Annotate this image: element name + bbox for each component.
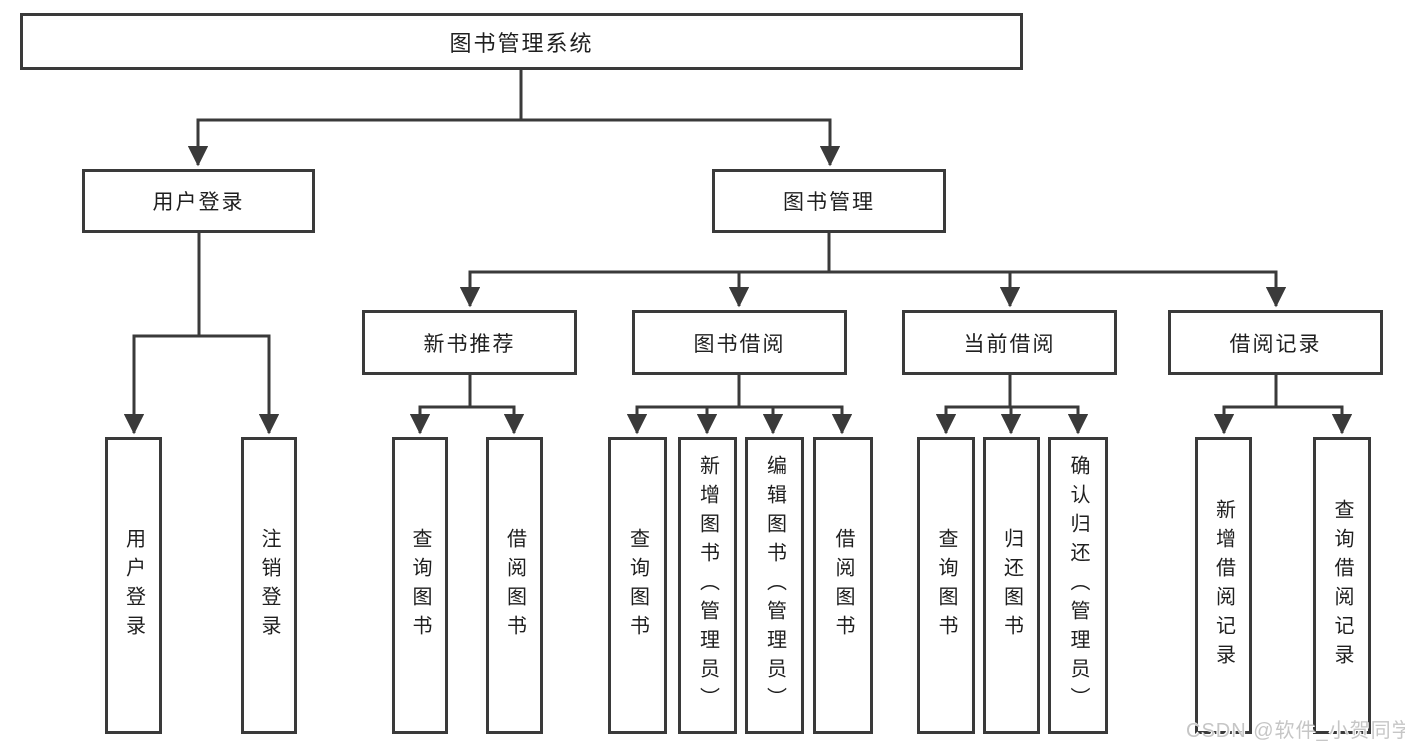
leaf-query-books-current: 查询图书 (917, 437, 975, 734)
leaf-confirm-return-admin: 确认归还（管理员） (1048, 437, 1108, 734)
watermark: CSDN @软件_小贺同学 (1186, 720, 1405, 742)
node-borrow-records: 借阅记录 (1168, 310, 1383, 375)
leaf-query-borrow-record: 查询借阅记录 (1313, 437, 1371, 734)
leaf-user-login: 用户登录 (105, 437, 162, 734)
node-root-library-system: 图书管理系统 (20, 13, 1023, 70)
leaf-borrow-books: 借阅图书 (813, 437, 873, 734)
leaf-return-book: 归还图书 (983, 437, 1040, 734)
node-new-book-recommend: 新书推荐 (362, 310, 577, 375)
leaf-logout: 注销登录 (241, 437, 297, 734)
leaf-query-books-recommend: 查询图书 (392, 437, 448, 734)
node-book-management: 图书管理 (712, 169, 946, 233)
leaf-add-borrow-record: 新增借阅记录 (1195, 437, 1252, 734)
node-book-borrow: 图书借阅 (632, 310, 847, 375)
node-user-login: 用户登录 (82, 169, 315, 233)
leaf-edit-book-admin: 编辑图书（管理员） (745, 437, 804, 734)
leaf-add-book-admin: 新增图书（管理员） (678, 437, 737, 734)
node-current-borrow: 当前借阅 (902, 310, 1117, 375)
leaf-query-books-borrow: 查询图书 (608, 437, 667, 734)
leaf-borrow-books-recommend: 借阅图书 (486, 437, 543, 734)
